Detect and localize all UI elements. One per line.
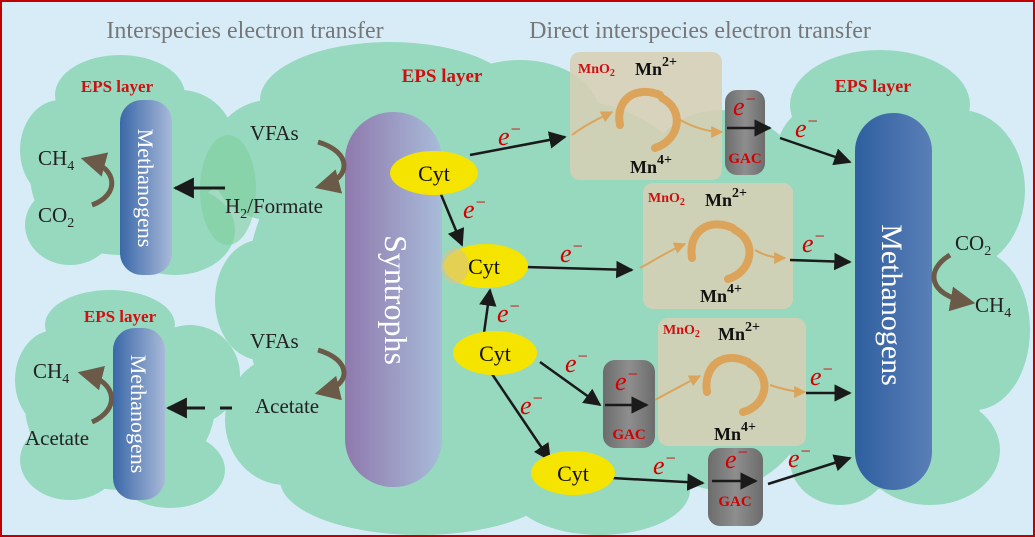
mno2-label-bottom: MnO2 xyxy=(663,323,700,340)
mn-cycle-arrow-top-b xyxy=(651,94,681,152)
methanogens-top-left: Methanogens xyxy=(120,100,172,275)
methanogens-right: Methanogens xyxy=(855,113,932,490)
mno2-label-top: MnO2 xyxy=(578,62,615,79)
syntrophs-label: Syntrophs xyxy=(378,235,414,365)
ch4-right: CH4 xyxy=(975,293,1011,321)
cyt-3: Cyt xyxy=(453,331,537,375)
electron-label-gac1: e− xyxy=(733,89,757,121)
electron-label-gac2: e− xyxy=(615,364,639,396)
mn2-label-middle: Mn2+ xyxy=(705,186,747,210)
mn-cycle-arrow-mid-a xyxy=(687,220,737,262)
gac-label-1: GAC xyxy=(728,151,761,167)
vfas-top: VFAs xyxy=(250,121,299,145)
gac-label-2: GAC xyxy=(612,427,645,443)
eps-label-center: EPS layer xyxy=(402,66,483,87)
cyt-label-1: Cyt xyxy=(418,161,450,186)
mn2-label-top: Mn2+ xyxy=(635,55,677,79)
mn-thin-arrow-top-out xyxy=(679,119,724,138)
mn-thin-arrow-mid-in xyxy=(639,242,687,269)
ch4-bottom-left: CH4 xyxy=(33,359,69,387)
cyt-1: Cyt xyxy=(390,151,478,195)
arrow-mn-mid-to-methanogens xyxy=(789,252,852,271)
eps-label-top-left: EPS layer xyxy=(81,77,154,96)
mn-box-bottom xyxy=(658,318,806,446)
co2-right: CO2 xyxy=(955,231,991,259)
cyt-label-4: Cyt xyxy=(557,461,589,486)
curl-arrow-right xyxy=(931,252,976,312)
methanogens-bottom-left: Methanogens xyxy=(113,328,165,500)
methanogens-label-right: Methanogens xyxy=(875,224,908,386)
electron-label-6: e− xyxy=(520,388,544,420)
methanogens-label-bottom-left: Methanogens xyxy=(126,355,151,474)
mn4-label-top: Mn4+ xyxy=(630,153,672,177)
overlap-region xyxy=(200,135,256,245)
mn-cycle-arrow-top-a xyxy=(615,87,664,129)
electron-label-10: e− xyxy=(810,359,834,391)
h2-formate: H2/Formate xyxy=(225,194,323,222)
arrow-cyt3-to-cyt2 xyxy=(479,288,497,334)
arrow-cyt1-to-cyt2 xyxy=(438,191,465,247)
eps-label-right: EPS layer xyxy=(835,76,912,96)
electron-label-gac3: e− xyxy=(725,442,749,474)
curl-arrow-bottom-left xyxy=(77,365,114,425)
mn4-label-middle: Mn4+ xyxy=(700,282,742,306)
cyt-label-2: Cyt xyxy=(468,254,500,279)
heading-interspecies: Interspecies electron transfer xyxy=(106,18,383,44)
co2-top-left: CO2 xyxy=(38,203,74,231)
arrow-gac3-to-methanogens xyxy=(767,454,852,486)
arrow-cyt3-to-gac2 xyxy=(539,360,602,407)
gac-label-3: GAC xyxy=(718,494,751,510)
electron-label-9: e− xyxy=(802,226,826,258)
eps-label-bottom-left: EPS layer xyxy=(84,307,157,326)
mn-thin-arrow-bot-out xyxy=(769,384,807,398)
heading-direct-interspecies: Direct interspecies electron transfer xyxy=(529,18,871,44)
mn-thin-arrow-top-in xyxy=(571,111,614,136)
cyt-label-3: Cyt xyxy=(479,341,511,366)
acetate-bottom-left: Acetate xyxy=(25,426,89,450)
electron-label-7: e− xyxy=(653,448,677,480)
electron-label-8: e− xyxy=(795,111,819,143)
arrow-cyt1-to-mn-top xyxy=(469,131,567,157)
electron-label-5: e− xyxy=(565,346,589,378)
curl-arrow-vfas-bottom xyxy=(314,347,347,401)
mn-cycle-arrow-mid-b xyxy=(724,226,754,283)
mn-thin-arrow-bot-in xyxy=(654,375,702,401)
methanogens-label-top-left: Methanogens xyxy=(133,129,158,248)
arrow-cyt2-to-mn-mid xyxy=(524,260,634,279)
arrow-cyt3-to-cyt4 xyxy=(490,373,552,462)
syntrophs-cell: Syntrophs xyxy=(345,112,442,487)
mn-thin-arrow-mid-out xyxy=(754,249,787,264)
vfas-bottom: VFAs xyxy=(250,329,299,353)
acetate-center: Acetate xyxy=(255,394,319,418)
electron-label-11: e− xyxy=(788,441,812,473)
electron-label-4: e− xyxy=(497,296,521,328)
mn-cycle-arrow-bot-b xyxy=(739,360,769,416)
curl-arrow-vfas-top xyxy=(314,139,347,194)
arrow-gac1-to-methanogens xyxy=(779,136,852,166)
mn-box-middle xyxy=(643,183,793,309)
electron-label-2: e− xyxy=(463,192,487,224)
electron-label-1: e− xyxy=(498,119,522,151)
arrow-cyt4-to-gac3 xyxy=(611,473,705,491)
electron-label-3: e− xyxy=(560,236,584,268)
mn2-label-bottom: Mn2+ xyxy=(718,320,760,344)
cyt-4: Cyt xyxy=(531,451,615,495)
mn-cycle-arrow-bot-a xyxy=(702,353,752,396)
mn-box-top xyxy=(570,52,765,180)
mno2-label-middle: MnO2 xyxy=(648,191,685,208)
ch4-top-left: CH4 xyxy=(38,146,74,174)
mn4-label-bottom: Mn4+ xyxy=(714,420,756,444)
curl-arrow-top-left xyxy=(80,152,115,208)
cyt-2: Cyt xyxy=(441,244,528,288)
gac-cylinder-3 xyxy=(708,448,763,526)
